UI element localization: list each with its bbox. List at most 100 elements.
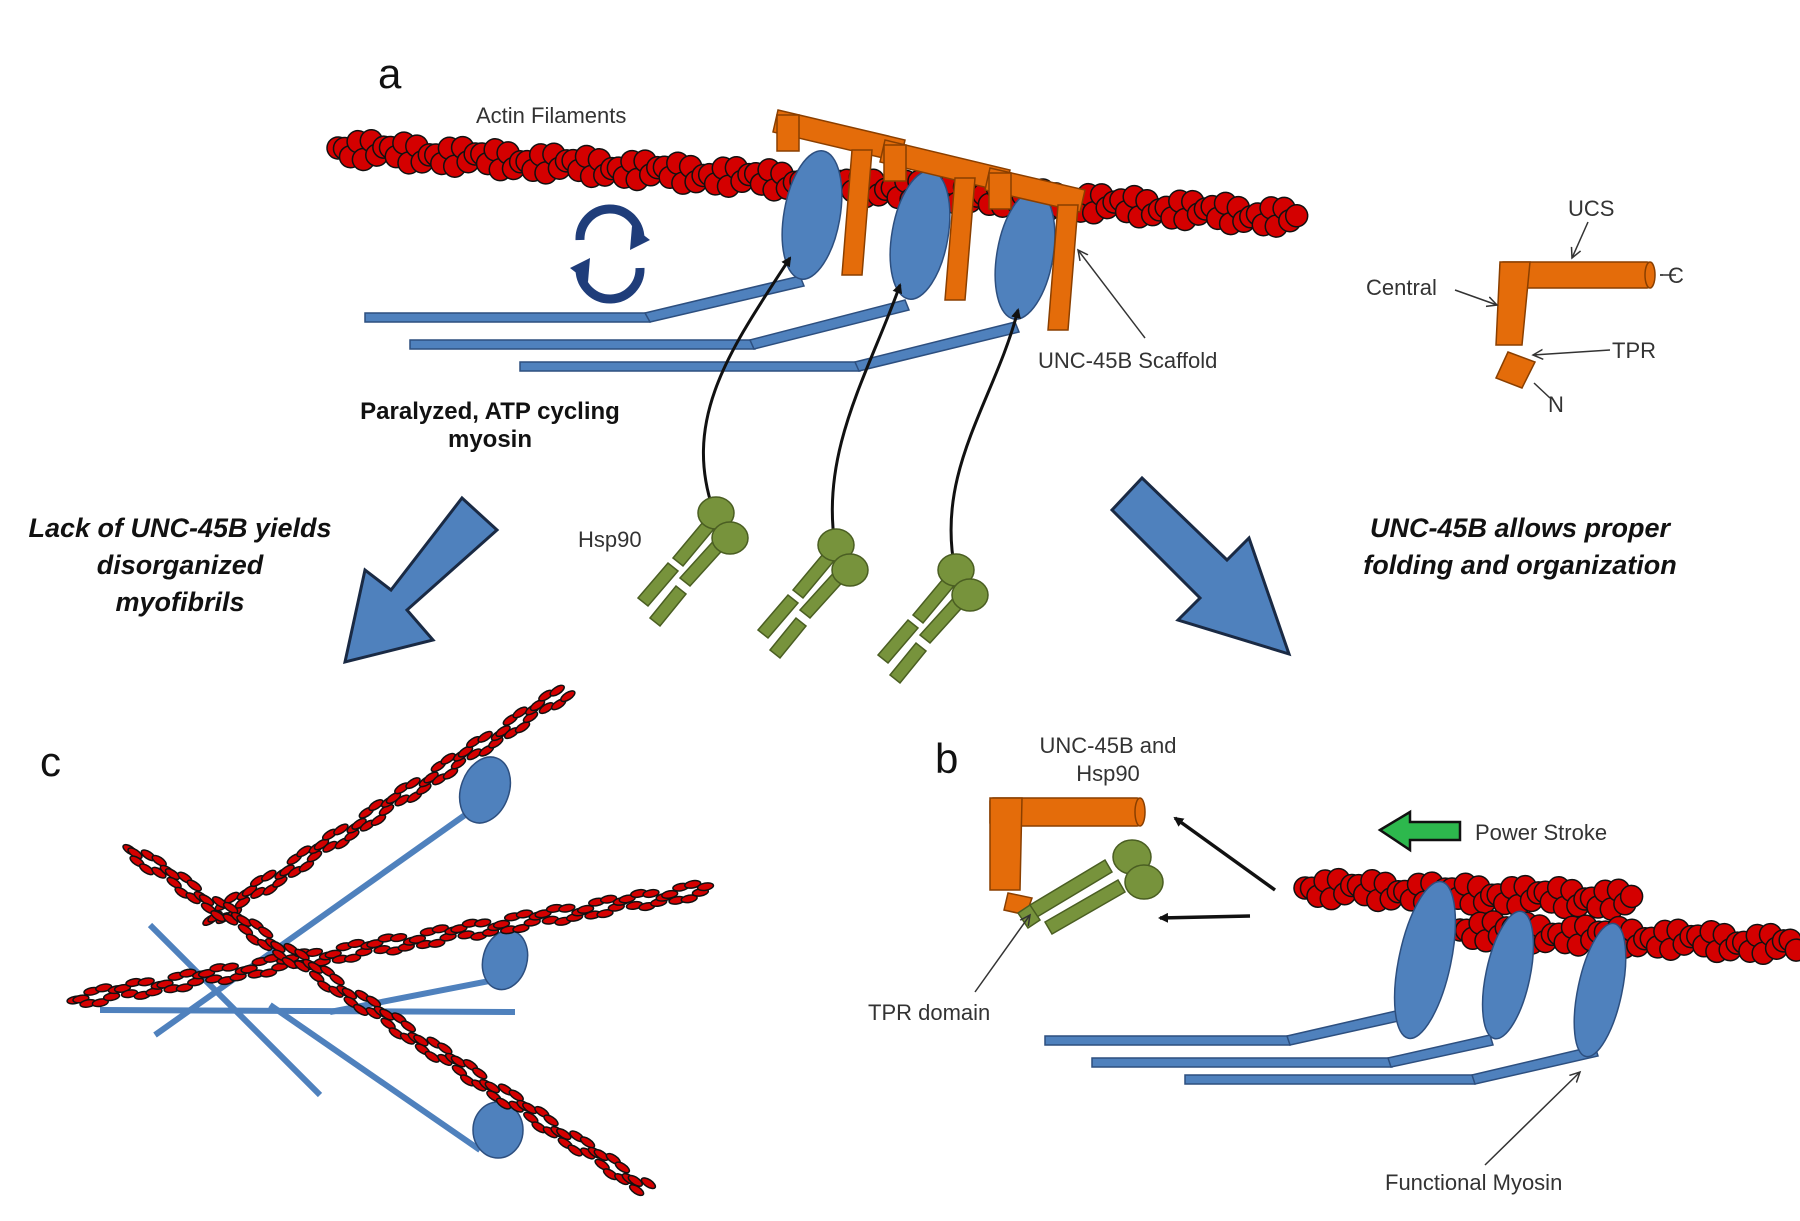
unc45b-unit [772,109,906,276]
unc45b-unit [984,167,1086,331]
unc45b-domain-diagram [1494,261,1656,389]
actin-monomer [508,1089,524,1102]
actin-monomer [474,918,492,928]
actin-monomer [512,706,528,719]
unc45b-scaffold-a [772,109,1086,331]
actin-monomer [642,888,660,899]
unc45b-unit [879,139,1011,301]
myosin-head [1573,922,1627,1058]
domain-pointers [1454,221,1676,399]
big-arrow-right [1109,475,1292,657]
actin-monomer [442,767,459,780]
actin-monomer [567,1144,583,1157]
paralyzed-myosin-caption: Paralyzed, ATP cycling myosin [360,398,620,453]
actin-monomer [549,684,565,697]
actin-monomer [640,1177,657,1190]
disorganized-myosin-heads-c [458,756,529,1159]
functional-myosin-label: Functional Myosin [1385,1170,1563,1195]
actin-monomer [294,948,310,961]
actin-monomer [424,1050,440,1063]
lack-unc45b-caption: Lack of UNC-45B yields disorganized myof… [28,513,332,617]
actin-monomer [543,1114,559,1127]
actin-monomer [91,998,109,1008]
unc45b-scaffold-pointer [1078,250,1146,339]
actin-monomer [680,894,698,904]
actin-monomer [257,926,274,939]
actin-monomer [343,953,362,963]
actin-monomer [166,876,182,889]
c-terminus-label: C [1668,263,1684,288]
myosin-thick-filaments-a [364,275,1021,372]
unc45b-released [989,797,1146,916]
actin-monomer [120,989,139,999]
myosin-head [781,150,843,280]
actin-monomer [495,1097,512,1110]
actin-monomer [596,909,614,919]
hsp90-dimer [636,496,749,628]
actin-filaments-label: Actin Filaments [476,103,627,128]
actin-monomer [296,845,312,858]
actin-monomer [599,894,618,904]
myosin-head [1481,910,1535,1040]
myosin-head [1393,880,1457,1040]
actin-monomer [370,813,387,827]
actin-monomer [628,1184,645,1197]
actin-monomer [333,823,349,836]
n-terminus-label: N [1548,392,1564,417]
actin-monomer [684,879,702,889]
actin-monomer [579,1136,596,1149]
actin-monomer [179,968,197,978]
actin-monomer [477,730,493,743]
actin-monomer [353,1003,369,1016]
actin-monomer [400,1020,417,1033]
functional-myosin-pointer [1484,1072,1580,1166]
actin-monomer [175,983,194,993]
unc45b-allows-caption: UNC-45B allows proper folding and organi… [1363,513,1677,580]
actin-monomer [368,799,384,812]
actin-monomer [281,956,298,970]
hsp90-transfer-arrows [701,256,1021,571]
actin-monomer [431,924,449,934]
actin-monomer [1784,938,1800,962]
central-label: Central [1366,275,1437,300]
unc45b-hsp90-label: UNC-45B and Hsp90 [1039,733,1177,786]
actin-monomer [298,860,315,873]
actin-monomer [137,977,155,987]
panel-c-label: c [40,738,61,785]
actin-monomer [95,983,113,993]
actin-monomer [696,882,715,892]
actin-monomer [329,973,345,986]
hsp90-dimer [876,553,989,685]
actin-monomer [560,690,576,703]
actin-filaments-b [1293,867,1800,966]
actin-monomer [250,886,266,899]
actin-monomer [365,995,382,1008]
actin-monomer [210,910,226,923]
actin-monomer [512,923,530,934]
tpr-domain-label: TPR domain [868,1000,991,1025]
ucs-label: UCS [1568,196,1615,221]
big-arrow-left [343,495,500,665]
actin-monomer [437,1042,453,1055]
unc45b-scaffold-label: UNC-45B Scaffold [1038,348,1218,373]
atp-cycle-icon [570,204,650,304]
panel-b-label: b [935,735,959,782]
actin-monomer [428,938,446,948]
actin-monomer [515,909,534,919]
actin-monomer [576,904,595,914]
actin-monomer [556,1128,572,1141]
hsp90-molecules [636,496,989,685]
myosin-heads-a [781,150,1056,320]
actin-monomer [151,854,167,867]
actin-monomer [1284,204,1309,228]
tpr-domain [1494,351,1537,389]
actin-monomer [514,721,531,734]
actin-monomer [661,889,679,900]
actin-monomer [405,777,421,790]
hsp90-label: Hsp90 [578,527,642,552]
myosin-head [458,756,512,824]
actin-monomer [389,933,408,943]
actin-monomer [440,752,456,765]
actin-monomer [347,938,365,949]
